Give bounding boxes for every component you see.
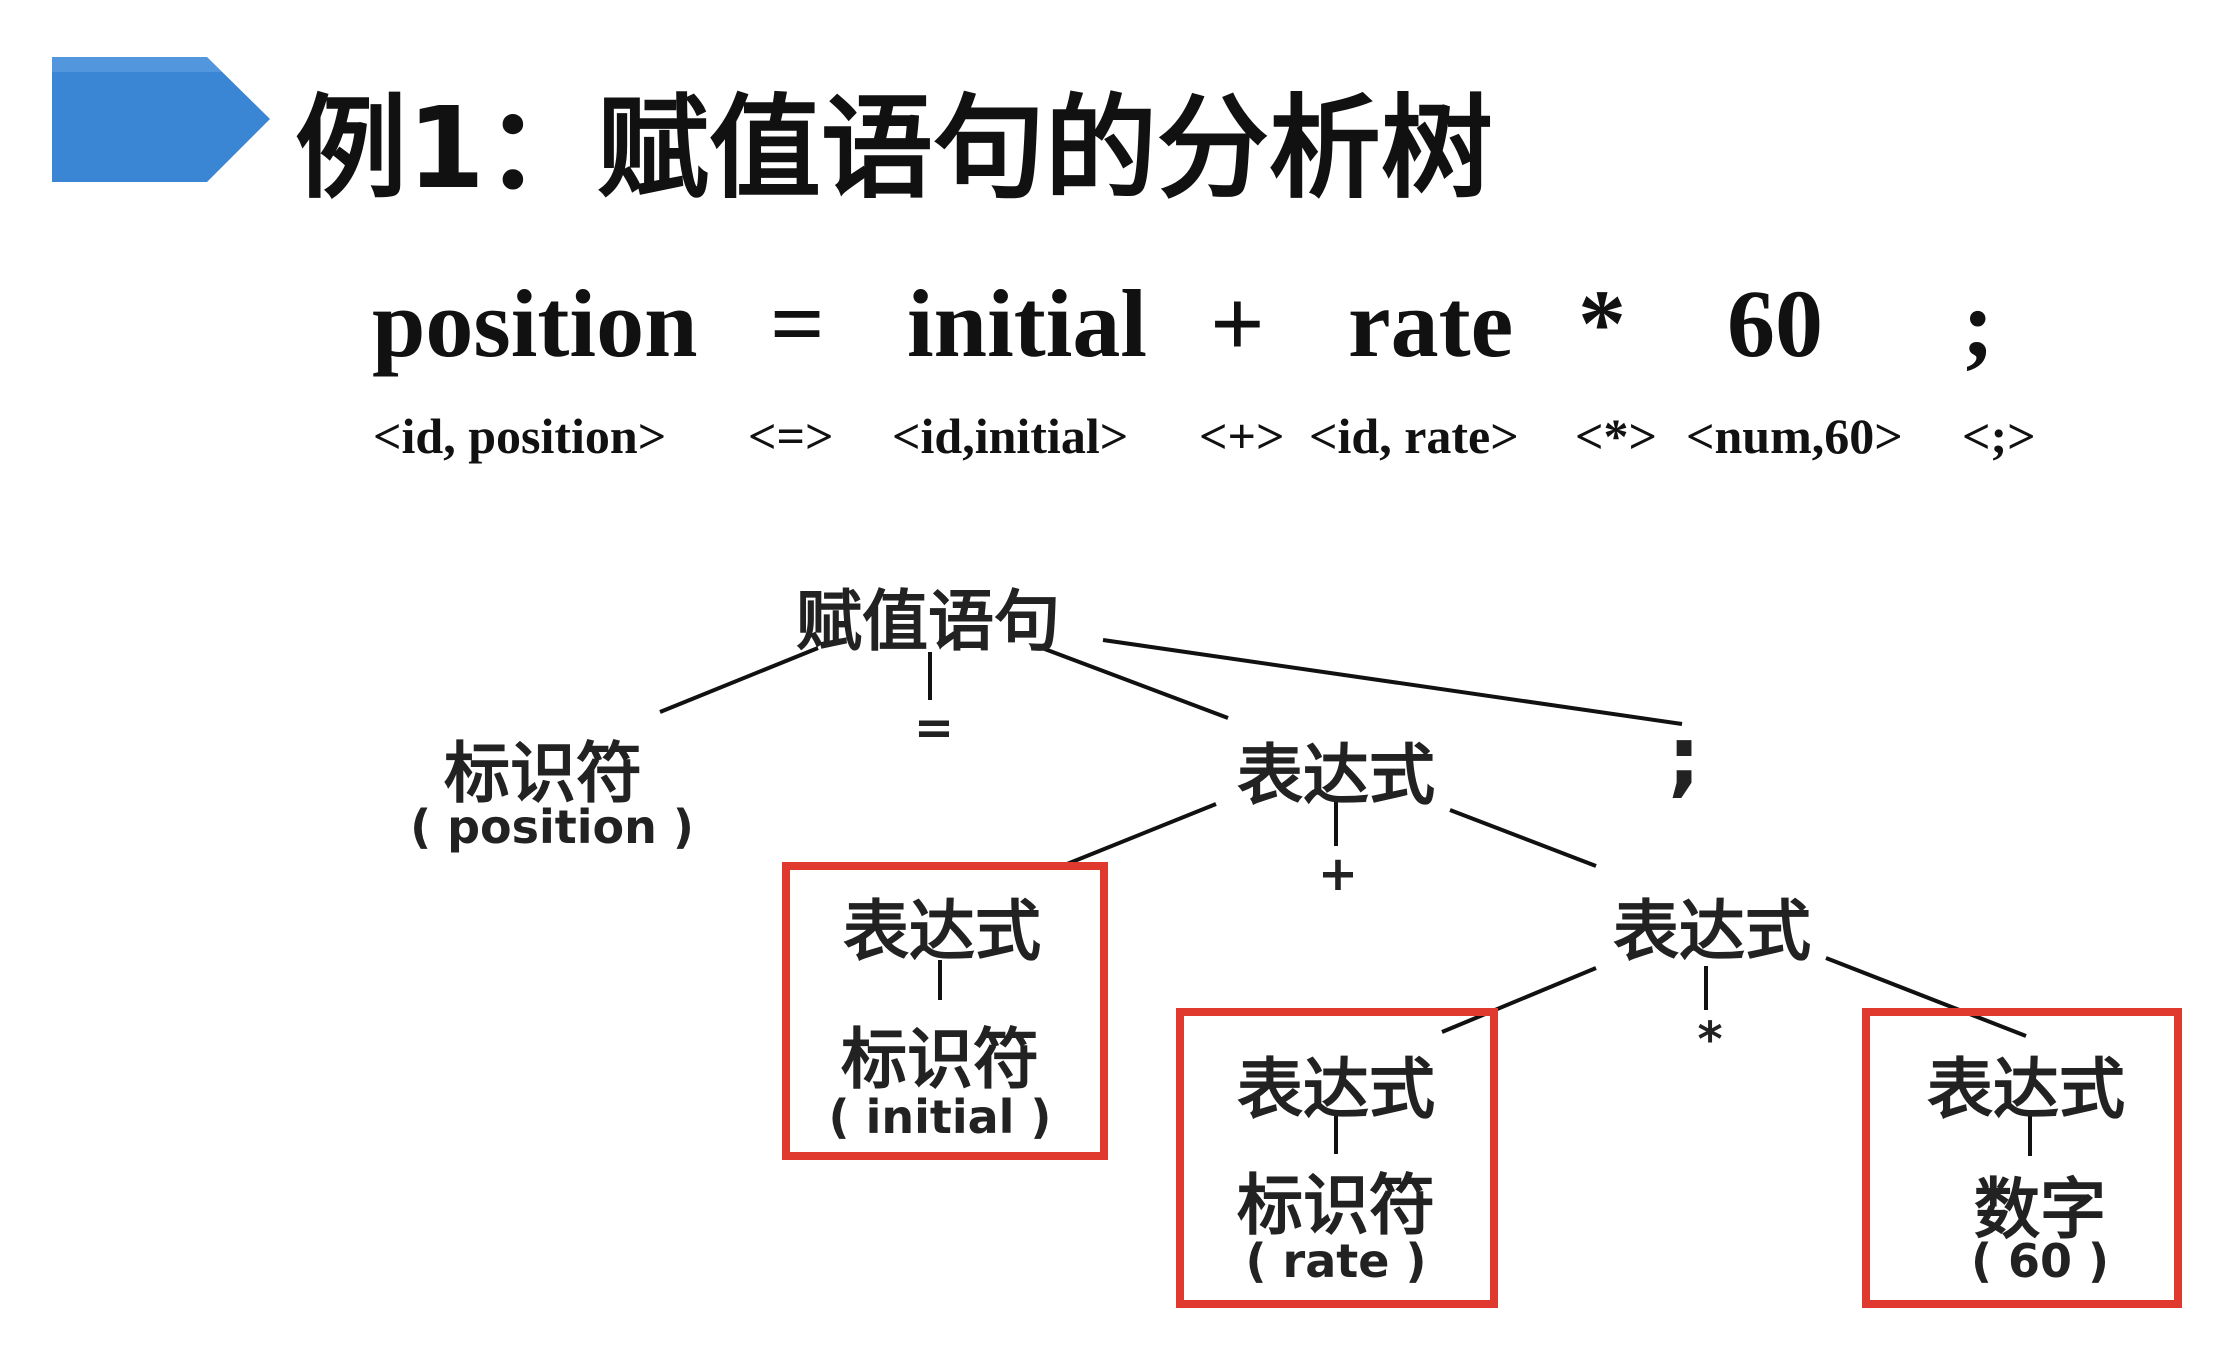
node-identifier-position: 标识符 (444, 735, 642, 812)
lexeme-times: <*> (1575, 408, 1657, 464)
token-times: * (1578, 270, 1626, 377)
lexeme-id-rate: <id, rate> (1309, 408, 1519, 464)
node-semicolon: ; (1667, 708, 1701, 806)
token-assign: = (770, 270, 825, 377)
node-number-value: ( 60 ) (1970, 1234, 2110, 1288)
highlight-box-initial (782, 862, 1108, 1160)
node-plus: + (1317, 846, 1359, 902)
highlight-box-60 (1862, 1008, 2182, 1308)
edge-expr-left (1061, 802, 1217, 868)
node-assign: = (913, 700, 955, 756)
lexeme-num-60: <num,60> (1686, 408, 1903, 464)
token-position: position (372, 270, 698, 377)
lexeme-semicolon: <;> (1962, 408, 2036, 464)
page-title: 例1：赋值语句的分析树 (295, 84, 1493, 214)
token-60: 60 (1727, 270, 1823, 377)
node-expr: 表达式 (1237, 737, 1435, 814)
node-value-initial: ( initial ) (828, 1090, 1052, 1144)
node-value-rate: ( rate ) (1245, 1234, 1427, 1288)
edge-root-expr (1041, 646, 1229, 720)
edge-expr-right (1449, 808, 1597, 868)
header-arrow-icon (52, 57, 270, 182)
lexeme-assign: <=> (748, 408, 834, 464)
node-identifier-initial: 标识符 (841, 1021, 1039, 1098)
lexeme-id-position: <id, position> (373, 408, 667, 464)
edge-right-expr-right (1825, 956, 2027, 1038)
node-expr-right: 表达式 (1613, 893, 1811, 970)
node-identifier-rate: 标识符 (1237, 1167, 1435, 1244)
node-value-position: ( position ) (410, 800, 694, 854)
node-expr-left: 表达式 (843, 893, 1041, 970)
token-rate: rate (1348, 270, 1514, 377)
token-initial: initial (907, 270, 1148, 377)
node-expr-rate: 表达式 (1237, 1051, 1435, 1128)
lexeme-id-initial: <id,initial> (892, 408, 1129, 464)
node-expr-number: 表达式 (1927, 1051, 2125, 1128)
edge-root-semicolon (1102, 638, 1683, 726)
token-semicolon: ; (1962, 270, 1994, 377)
edge-right-expr-left (1441, 966, 1597, 1034)
lexeme-plus: <+> (1199, 408, 1285, 464)
node-root: 赋值语句 (796, 583, 1060, 660)
token-plus: + (1210, 270, 1265, 377)
node-times: * (1697, 1012, 1723, 1068)
node-number-label: 数字 (1974, 1171, 2106, 1248)
edge-root-identifier (659, 646, 819, 714)
highlight-box-rate (1176, 1008, 1498, 1308)
